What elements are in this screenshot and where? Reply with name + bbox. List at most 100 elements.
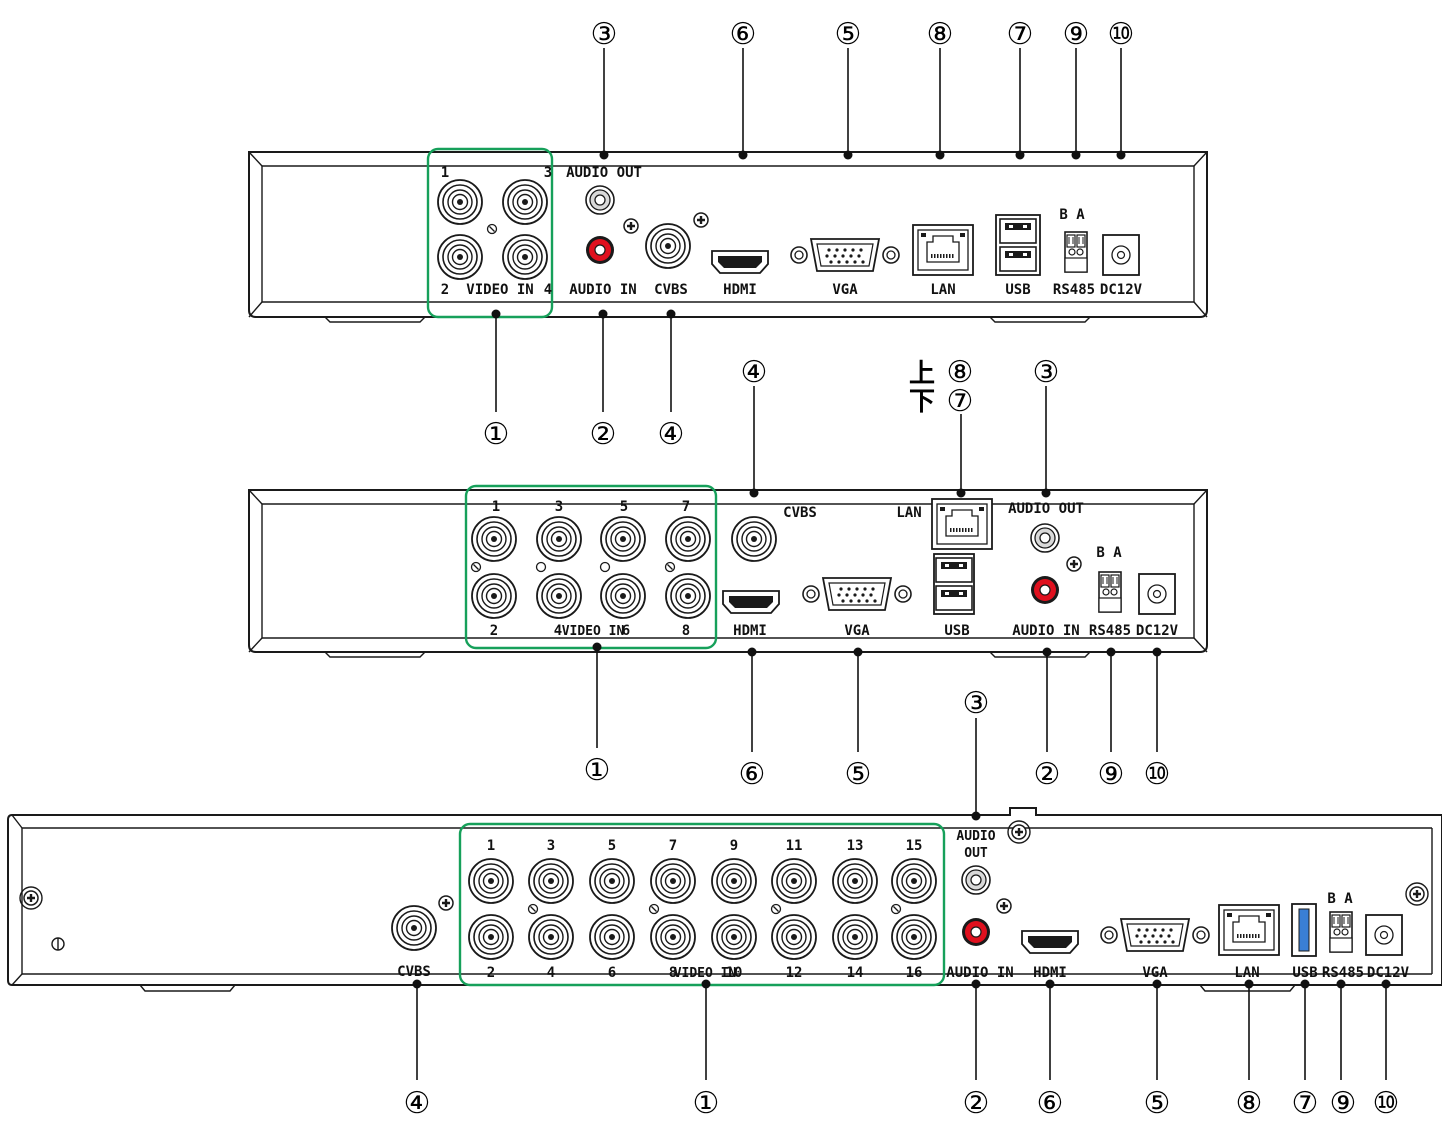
callout-number: ⑦ xyxy=(947,384,974,419)
callout-number: ⑦ xyxy=(1292,1086,1319,1120)
channel-label: 3 xyxy=(544,165,552,181)
video-in-group-outline xyxy=(464,484,718,650)
channel-label: 7 xyxy=(682,499,690,515)
callout-number: ⑤ xyxy=(845,757,872,792)
cvbs-label: CVBS xyxy=(397,964,431,980)
callout-number: ② xyxy=(963,1086,990,1120)
callout-number: ⑩ xyxy=(1144,757,1171,792)
cvbs-bnc xyxy=(731,516,777,562)
video-in-label: VIDEO IN xyxy=(674,966,737,981)
channel-label: 1 xyxy=(487,838,495,854)
channel-label: 1 xyxy=(492,499,500,515)
lan-port xyxy=(930,497,994,551)
channel-label: 4 xyxy=(544,282,552,298)
bnc-video-input xyxy=(600,573,646,619)
channel-label: 5 xyxy=(608,838,616,854)
callout-number: ⑧ xyxy=(947,355,974,390)
hdmi-port xyxy=(722,590,780,614)
video-in-label: VIDEO IN xyxy=(562,624,625,639)
callout-number: ⑦ xyxy=(1007,17,1034,52)
lan-label: LAN xyxy=(930,282,955,298)
cvbs-label: CVBS xyxy=(783,505,817,521)
dc-power-jack xyxy=(1138,573,1176,615)
vga-label: VGA xyxy=(832,282,858,298)
channel-label: 8 xyxy=(682,623,690,639)
audio-in-jack xyxy=(961,917,991,947)
screw-icon xyxy=(470,561,482,573)
screw-icon xyxy=(1010,823,1028,841)
callout-number: ⑩ xyxy=(1373,1086,1400,1120)
audio-out-label-line1: AUDIO xyxy=(956,829,995,844)
channel-label: 12 xyxy=(786,965,803,981)
screw-icon xyxy=(22,889,40,907)
channel-label: 14 xyxy=(847,965,864,981)
hdmi-label: HDMI xyxy=(733,623,767,639)
usb-label: USB xyxy=(1005,282,1030,298)
screw-icon xyxy=(692,211,710,229)
callout-number: ③ xyxy=(591,17,618,52)
audio-in-label: AUDIO IN xyxy=(1012,623,1079,639)
screw-icon xyxy=(486,223,498,235)
callout-number: ⑨ xyxy=(1063,17,1090,52)
usb-label: USB xyxy=(944,623,969,639)
channel-label: 1 xyxy=(441,165,449,181)
callout-number: ⑥ xyxy=(1037,1086,1064,1120)
channel-label: 9 xyxy=(730,838,738,854)
bnc-video-input xyxy=(502,234,548,280)
callout-number: ③ xyxy=(963,686,990,721)
channel-label: 3 xyxy=(547,838,555,854)
bnc-video-input xyxy=(665,573,711,619)
bnc-video-input xyxy=(536,573,582,619)
bnc-video-input xyxy=(471,516,517,562)
usb3-port xyxy=(1291,903,1317,957)
callout-number: ② xyxy=(1034,757,1061,792)
callout-number: ① xyxy=(693,1086,720,1120)
channel-label: 4 xyxy=(554,623,562,639)
rs485-terminal xyxy=(1329,911,1353,953)
bnc-video-input xyxy=(665,516,711,562)
channel-label: 13 xyxy=(847,838,864,854)
audio-out-label: AUDIO OUT xyxy=(566,165,642,181)
dc-power-jack xyxy=(1102,234,1140,276)
usb-ports xyxy=(996,215,1040,275)
bnc-video-input xyxy=(437,179,483,225)
audio-out-label: AUDIO OUT xyxy=(1008,501,1084,517)
stack-lower-label: 下 xyxy=(909,387,935,417)
callout-number: ③ xyxy=(1033,355,1060,390)
screw-icon xyxy=(1408,885,1426,903)
dc12v-label: DC12V xyxy=(1100,282,1143,298)
channel-label: 15 xyxy=(906,838,923,854)
lan-label: LAN xyxy=(1234,965,1259,981)
led-hole xyxy=(599,561,611,573)
video-in-label: VIDEO IN xyxy=(466,282,533,298)
hdmi-label: HDMI xyxy=(723,282,757,298)
video-in-group-outline xyxy=(426,147,554,319)
channel-label: 3 xyxy=(555,499,563,515)
audio-out-jack xyxy=(585,185,615,215)
screw-icon xyxy=(995,897,1013,915)
hdmi-port xyxy=(1021,930,1079,954)
dc-power-jack xyxy=(1365,914,1403,956)
callout-number: ⑩ xyxy=(1108,17,1135,52)
screw-icon xyxy=(437,894,455,912)
callout-number: ⑧ xyxy=(927,17,954,52)
rs485-terminal xyxy=(1064,231,1088,273)
bnc-video-input xyxy=(600,516,646,562)
channel-label: 5 xyxy=(620,499,628,515)
rs485-label: RS485 xyxy=(1089,623,1131,639)
callout-number: ① xyxy=(584,753,611,788)
panel-4ch: 1 3 2 VIDEO IN 4 AUDIO OUT AUDIO IN CVBS… xyxy=(248,17,1208,452)
channel-label: 6 xyxy=(622,623,630,639)
cvbs-bnc xyxy=(645,223,691,269)
channel-label: 2 xyxy=(441,282,449,298)
callout-number: ⑤ xyxy=(1144,1086,1171,1120)
callout-number: ⑧ xyxy=(1236,1086,1263,1120)
usb-ports xyxy=(933,553,975,615)
panel-8ch: 1 3 5 7 2 4 VIDEO IN 6 8 CVBS HDMI VGA L… xyxy=(248,355,1208,792)
callout-number: ⑨ xyxy=(1330,1086,1357,1120)
callout-number: ④ xyxy=(658,417,685,452)
callout-number: ⑤ xyxy=(835,17,862,52)
led-hole xyxy=(535,561,547,573)
channel-label: 6 xyxy=(608,965,616,981)
